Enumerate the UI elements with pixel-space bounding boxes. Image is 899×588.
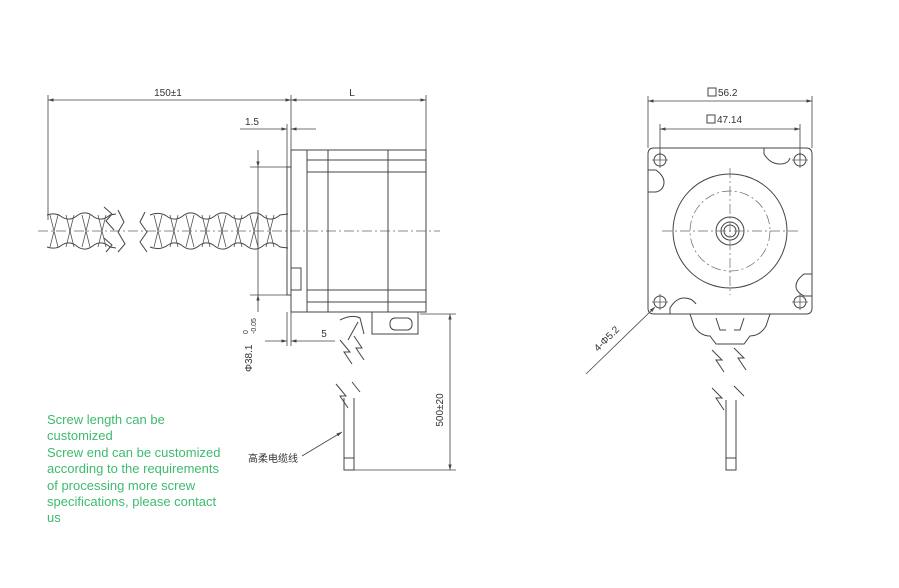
label-boss-tol-lower: -0.05 xyxy=(251,318,258,334)
dim-cable-length: 500±20 xyxy=(354,313,456,471)
label-cable-length: 500±20 xyxy=(435,393,446,427)
lead-screw xyxy=(38,206,440,253)
dim-flange-offset: 1.5 xyxy=(240,117,316,167)
dim-boss-diameter: Φ38.1 0 -0.05 xyxy=(243,150,287,372)
dim-body-length: L xyxy=(291,88,427,150)
cable xyxy=(335,335,365,471)
label-boss-diameter: Φ38.1 xyxy=(244,344,255,372)
cable-callout: 高柔电缆线 xyxy=(248,431,343,465)
dim-square-outer: 56.2 xyxy=(647,87,813,148)
label-flange-offset: 1.5 xyxy=(245,117,259,128)
dim-screw-length: 150±1 xyxy=(47,88,292,220)
label-screw-length: 150±1 xyxy=(154,88,182,99)
front-cable xyxy=(711,347,747,471)
dim-hole-pitch: 47.14 xyxy=(659,114,801,160)
label-hole-pitch: 47.14 xyxy=(717,115,742,126)
customization-note: Screw length can be customized Screw end… xyxy=(47,412,221,526)
label-boss-tol-upper: 0 xyxy=(243,330,250,334)
label-boss-height: 5 xyxy=(321,329,327,340)
dim-mount-holes: 4-Φ5.2 xyxy=(585,306,656,375)
label-square-outer: 56.2 xyxy=(718,88,738,99)
dim-boss-height: 5 xyxy=(265,312,335,346)
motor-body xyxy=(286,149,427,341)
front-view: 56.2 47.14 4-Φ5.2 xyxy=(585,87,813,471)
label-body-length: L xyxy=(349,88,355,99)
label-mount-holes: 4-Φ5.2 xyxy=(592,324,622,354)
side-view: 150±1 L 1.5 Φ38.1 0 -0.05 xyxy=(38,88,456,471)
cable-label: 高柔电缆线 xyxy=(248,452,298,465)
